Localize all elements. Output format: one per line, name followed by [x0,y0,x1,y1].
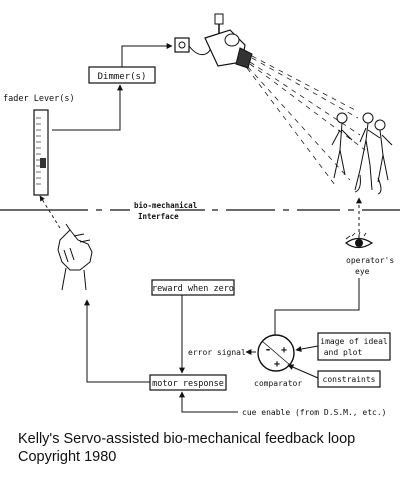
dimmer-box: Dimmer(s) [88,66,156,84]
fader-to-dimmer-line [52,84,123,131]
eye-icon [344,231,374,249]
reward-label: reward when zero [152,284,234,294]
constraints-box: constraints [317,370,381,388]
spotlight-icon [204,13,253,69]
motor-to-hand-line [84,299,150,383]
ideal-to-comparator-arrow [295,345,319,352]
hand-icon [57,223,93,291]
comparator-label: comparator [254,379,302,388]
dimmer-label: Dimmer(s) [98,72,147,82]
comparator-minus: - [265,343,272,356]
fader-lever-icon [33,109,49,196]
motor-response-label: motor response [152,379,224,389]
controller-icon [174,37,190,53]
interface-label-line1: bio-mechanical [134,201,197,210]
performers-figures [331,112,393,195]
cue-enable-label: cue enable (from D.S.M., etc.) [242,408,387,417]
comparator-circle: - + + [257,334,295,372]
dimmer-to-light-line [121,43,173,67]
comparator-plus-1: + [281,345,287,356]
reward-box: reward when zero [151,279,235,296]
constraints-to-comparator-arrow [287,364,319,379]
fader-label: fader Lever(s) [3,94,75,104]
image-of-ideal-line2: and plot [324,348,363,357]
motor-response-box: motor response [149,374,227,391]
caption-title: Kelly's Servo-assisted bio-mechanical fe… [18,431,356,447]
operator-eye-label-line2: eye [355,267,370,276]
light-beams [246,55,366,186]
cue-enable-line [179,391,238,413]
error-signal-label: error signal [188,348,246,357]
image-of-ideal-box: image of ideal and plot [317,332,391,361]
constraints-label: constraints [323,375,376,384]
caption-copyright: Copyright 1980 [18,449,117,465]
image-of-ideal-line1: image of ideal [320,337,388,346]
eye-to-comparator-line [272,278,360,341]
operator-eye-label-line1: operator's [346,256,394,265]
interface-label-line2: Interface [138,212,179,221]
comparator-plus-2: + [274,359,280,370]
hand-to-fader-arrow [39,195,61,229]
